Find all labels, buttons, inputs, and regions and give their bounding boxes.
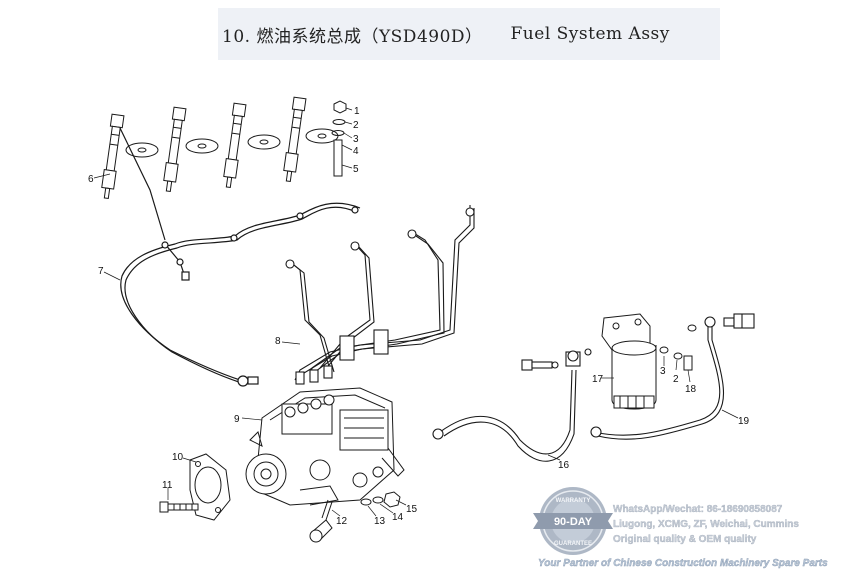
callout-14: 14 [392,512,404,523]
badge-middle: 90-DAY [554,516,593,528]
watermark-tagline: Your Partner of Chinese Construction Mac… [538,558,828,569]
callout-19: 19 [738,416,750,427]
callout-12: 12 [336,516,348,527]
callout-13: 13 [374,516,386,527]
callout-16: 16 [558,460,570,471]
callout-2: 2 [353,120,359,131]
title-english: Fuel System Assy [510,24,670,44]
fuel-pipe [432,348,592,462]
washers-nut [360,491,401,508]
callout-5: 5 [353,164,359,175]
bolt [159,501,199,513]
callout-6: 6 [88,174,94,185]
injection-pump [245,387,405,506]
gasket [189,453,231,521]
watermark-line2: Liugong, XCMG, ZF, Weichai, Cummins [613,519,799,530]
diagram-title: 10. 燃油系统总成（YSD490D） Fuel System Assy [218,8,720,60]
watermark-line3: Original quality & OEM quality [613,534,757,545]
leader-lines [93,107,739,517]
callout-11: 11 [162,480,173,491]
callout-8: 8 [275,336,281,347]
callout-10: 10 [172,452,184,463]
callout-18: 18 [685,384,697,395]
banjo-fitting [309,499,333,543]
warranty-badge: WARRANTY 90-DAY GUARANTEE [533,487,613,555]
callout-3b: 3 [660,366,666,377]
callout-7: 7 [98,266,104,277]
high-pressure-lines [285,205,475,385]
badge-bottom: GUARANTEE [554,541,592,547]
callout-4: 4 [353,146,359,157]
watermark: WhatsApp/Wechat: 86-18690858087 Liugong,… [538,504,829,569]
callout-1: 1 [354,106,360,117]
badge-top: WARRANTY [556,498,591,504]
return-fuel-pipe [590,313,755,440]
watermark-line1: WhatsApp/Wechat: 86-18690858087 [613,504,783,515]
title-chinese: 10. 燃油系统总成（YSD490D） [222,26,483,47]
callout-9: 9 [234,414,240,425]
callout-3: 3 [353,134,359,145]
callout-2b: 2 [673,374,679,385]
injector-group [101,96,347,200]
callout-labels: 1 2 3 4 5 6 7 8 9 10 11 12 13 14 15 16 1… [88,106,750,527]
fuel-filter [601,313,697,410]
callout-15: 15 [406,504,418,515]
return-pipe [119,127,361,387]
callout-17: 17 [592,374,604,385]
